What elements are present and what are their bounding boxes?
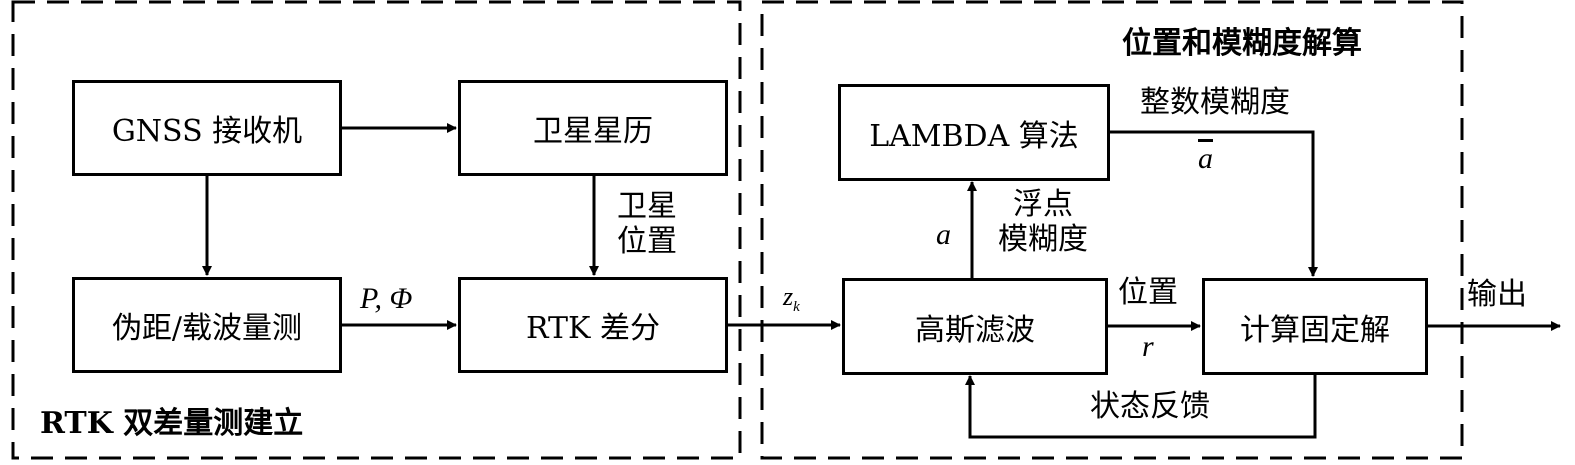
block-fixed-solution-label: 计算固定解 — [1240, 312, 1390, 348]
label-satellite-position: 卫星 位置 — [617, 189, 677, 259]
label-satellite-position-line1: 卫星 — [617, 189, 677, 224]
label-p-phi: P, Φ — [360, 282, 413, 315]
block-gaussian-filter-label: 高斯滤波 — [915, 312, 1035, 348]
label-float-ambiguity-line2: 模糊度 — [998, 221, 1088, 257]
label-satellite-position-line2: 位置 — [617, 223, 677, 259]
region-position-ambiguity-solution — [760, 0, 1464, 460]
block-rtk-difference-label: RTK 差分 — [525, 311, 661, 346]
block-lambda-label: LAMBDA 算法 — [869, 118, 1079, 154]
label-state-feedback: 状态反馈 — [1090, 389, 1210, 424]
block-gaussian-filter: 高斯滤波 — [842, 278, 1108, 375]
label-r: r — [1142, 330, 1154, 363]
label-zk: zk — [783, 282, 800, 316]
block-pseudorange-carrier-label: 伪距/载波量测 — [111, 311, 303, 346]
block-rtk-difference: RTK 差分 — [458, 277, 728, 373]
region-title-rtk: RTK 双差量测建立 — [40, 406, 304, 441]
block-fixed-solution: 计算固定解 — [1202, 278, 1428, 375]
label-float-a: a — [936, 218, 951, 251]
region-title-solution: 位置和模糊度解算 — [1122, 26, 1362, 61]
block-gnss-receiver-label: GNSS 接收机 — [111, 114, 303, 149]
block-lambda: LAMBDA 算法 — [838, 84, 1110, 181]
label-output: 输出 — [1467, 277, 1527, 312]
label-position: 位置 — [1118, 275, 1178, 310]
arrow-state-feedback — [965, 374, 1317, 439]
label-float-ambiguity-line1: 浮点 — [1013, 187, 1073, 222]
label-a-bar: a — [1198, 142, 1213, 175]
label-zk-main: z — [783, 282, 794, 311]
block-ephemeris: 卫星星历 — [458, 80, 728, 176]
arrow-lambda-to-fixed-solution — [1110, 130, 1318, 277]
region-rtk-double-difference — [11, 0, 742, 460]
block-gnss-receiver: GNSS 接收机 — [72, 80, 342, 176]
label-zk-subscript: k — [793, 299, 800, 316]
label-float-ambiguity: 浮点 模糊度 — [998, 187, 1088, 257]
block-ephemeris-label: 卫星星历 — [533, 114, 653, 149]
block-pseudorange-carrier: 伪距/载波量测 — [72, 277, 342, 373]
label-integer-ambiguity: 整数模糊度 — [1140, 85, 1290, 120]
